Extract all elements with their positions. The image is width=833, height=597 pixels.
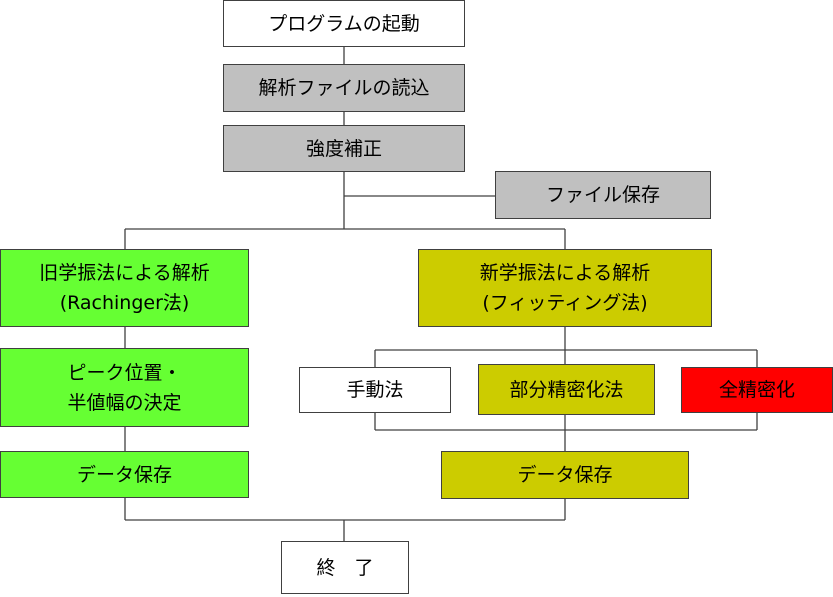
old-method-line2: (Rachinger法): [59, 292, 190, 314]
full-box: 全精密化: [681, 367, 833, 413]
intensity-correction-label: 強度補正: [305, 137, 382, 160]
old-save-box: データ保存: [0, 451, 249, 498]
read-file-label: 解析ファイルの読込: [258, 77, 430, 99]
new-method-line2: (フィッティング法): [482, 292, 648, 314]
peak-line1: ピーク位置・: [67, 361, 182, 384]
new-method-line1: 新学振法による解析: [479, 262, 651, 284]
full-label: 全精密化: [718, 379, 795, 401]
manual-label: 手動法: [346, 379, 404, 401]
partial-label: 部分精密化法: [509, 378, 624, 401]
read-file-box: 解析ファイルの読込: [223, 64, 465, 112]
intensity-correction-box: 強度補正: [223, 125, 465, 172]
end-label: 終 了: [316, 556, 374, 579]
new-save-box: データ保存: [441, 451, 689, 499]
manual-box: 手動法: [299, 367, 451, 413]
new-save-label: データ保存: [517, 464, 613, 486]
old-save-label: データ保存: [76, 463, 172, 486]
peak-box: ピーク位置・ 半値幅の決定: [0, 348, 249, 427]
partial-box: 部分精密化法: [478, 364, 655, 415]
start-label: プログラムの起動: [268, 12, 420, 35]
old-method-line1: 旧学振法による解析: [39, 262, 210, 284]
end-box: 終 了: [281, 541, 409, 594]
save-file-label: ファイル保存: [545, 184, 660, 206]
save-file-box: ファイル保存: [495, 171, 711, 219]
old-method-box: 旧学振法による解析 (Rachinger法): [0, 249, 249, 327]
new-method-box: 新学振法による解析 (フィッティング法): [418, 249, 712, 327]
start-box: プログラムの起動: [223, 0, 465, 47]
peak-line2: 半値幅の決定: [67, 391, 182, 414]
